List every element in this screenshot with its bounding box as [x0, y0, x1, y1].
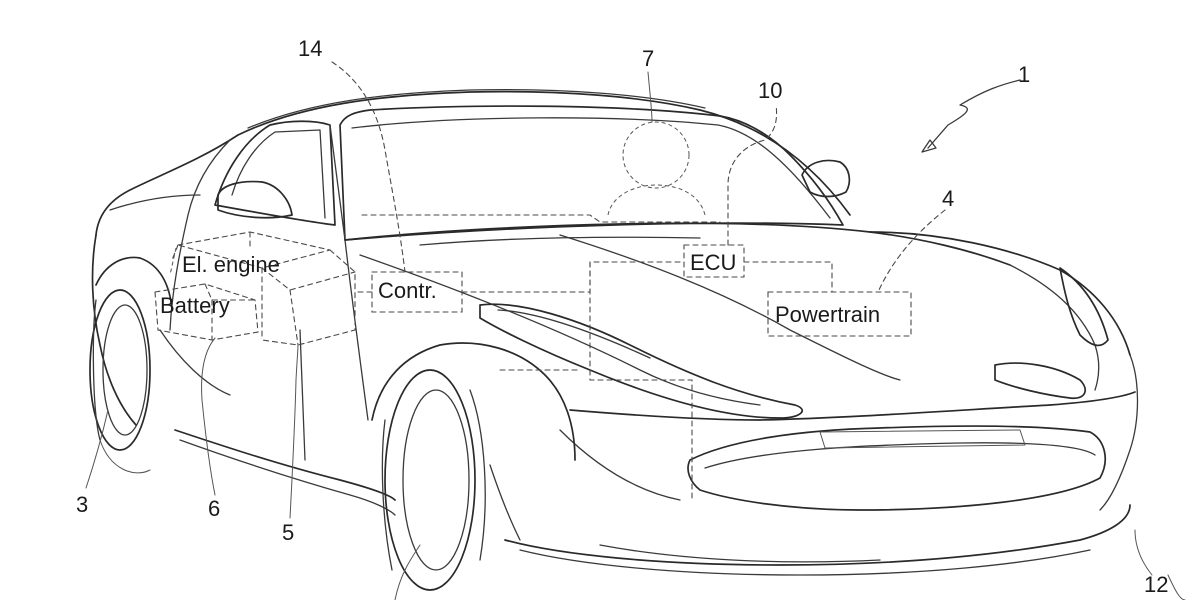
- battery-box: [154, 283, 259, 341]
- ref-4-powertrain: 4: [942, 186, 954, 211]
- ecu-box: [683, 244, 745, 278]
- signal-connections: [331, 61, 946, 501]
- ref-1-vehicle: 1: [1018, 62, 1030, 87]
- el-engine-label: El. engine: [182, 252, 280, 277]
- ref-10-ecu: 10: [758, 78, 782, 103]
- rear-wheel: [89, 289, 151, 474]
- ref-7-driver: 7: [642, 46, 654, 71]
- ref-5-engine-unit: 5: [282, 520, 294, 545]
- ref-14-controller: 14: [298, 36, 322, 61]
- driver-head-outline: [607, 121, 706, 216]
- powertrain-box: [767, 291, 912, 337]
- el-engine-box: [171, 231, 356, 346]
- reference-leaders: [85, 79, 1186, 600]
- battery-label: Battery: [160, 293, 230, 318]
- ref-12-bumper: 12: [1144, 572, 1168, 597]
- ref-3-wheel: 3: [76, 492, 88, 517]
- powertrain-label: Powertrain: [775, 302, 880, 327]
- controller-label: Contr.: [378, 278, 437, 303]
- car-body: [91, 88, 1139, 576]
- ref-6-battery-unit: 6: [208, 496, 220, 521]
- front-wheel: [381, 369, 486, 591]
- ecu-label: ECU: [690, 250, 736, 275]
